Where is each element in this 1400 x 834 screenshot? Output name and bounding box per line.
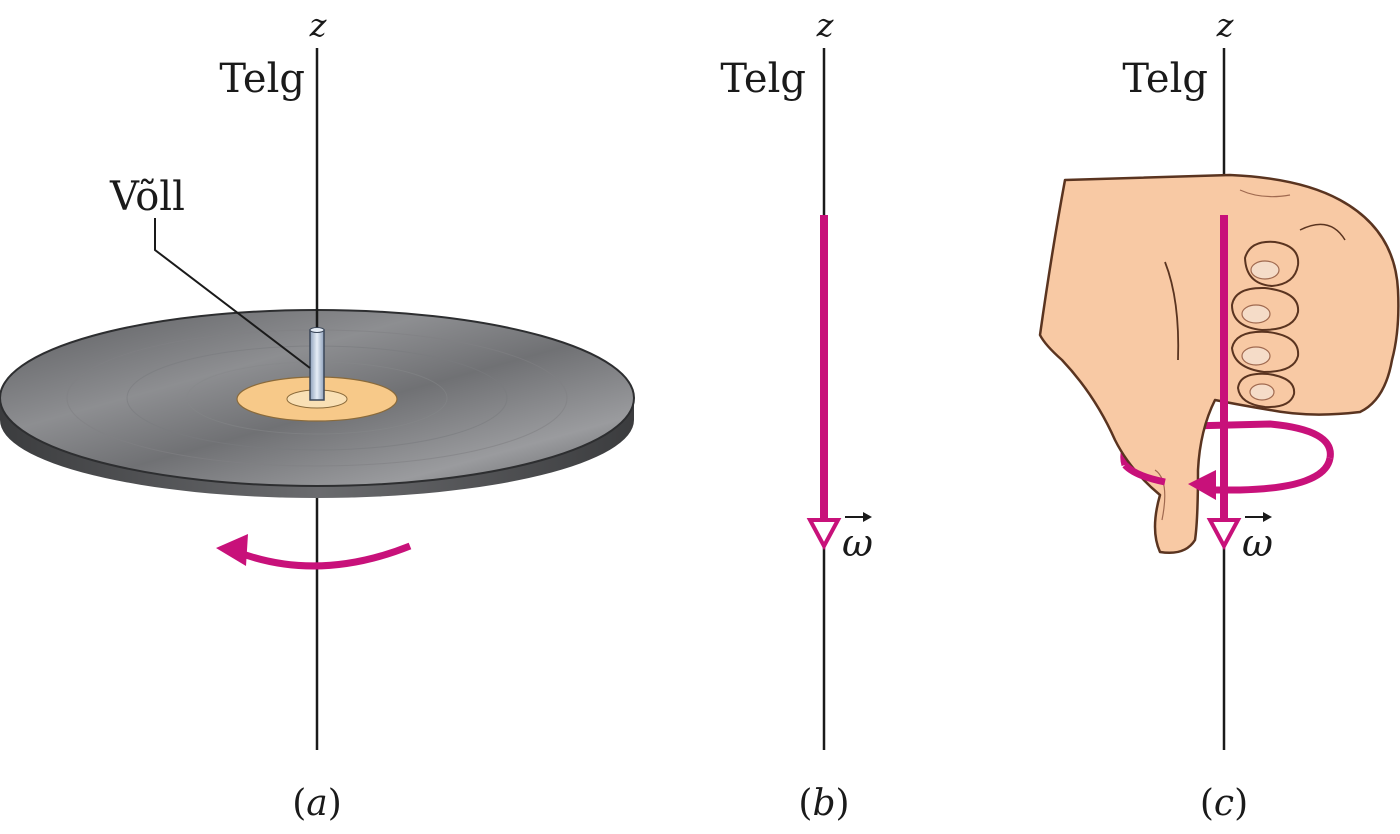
spindle [309, 327, 325, 401]
panel-c: z Telg ω (c) [1038, 6, 1400, 824]
svg-text:ω: ω [842, 521, 873, 565]
angular-velocity-vector-b [806, 215, 842, 551]
rotation-arrow-c-front [1122, 457, 1334, 500]
hand-palm [1038, 173, 1400, 554]
omega-label-c: ω [1242, 512, 1273, 565]
panel-a: z Telg Võll (a) [0, 6, 635, 824]
panel-c-axis-name: Telg [1122, 56, 1208, 102]
panel-a-axis-label: z [309, 6, 328, 44]
panel-a-caption: (a) [292, 783, 342, 824]
spindle-callout-line [154, 218, 311, 369]
svg-text:ω: ω [1242, 521, 1273, 565]
omega-label-b: ω [842, 512, 873, 565]
right-hand [1038, 173, 1400, 554]
spindle-label: Võll [109, 174, 185, 220]
panel-b-axis-label: z [816, 6, 835, 44]
panel-b-axis-name: Telg [720, 56, 806, 102]
panel-b: z Telg ω (b) [720, 6, 873, 824]
panel-a-axis-name: Telg [219, 56, 305, 102]
angular-velocity-vector-c [1206, 215, 1242, 551]
rotation-arrow-a [216, 534, 412, 570]
panel-c-axis-label: z [1216, 6, 1235, 44]
panel-c-caption: (c) [1200, 783, 1248, 824]
panel-b-caption: (b) [798, 783, 849, 824]
